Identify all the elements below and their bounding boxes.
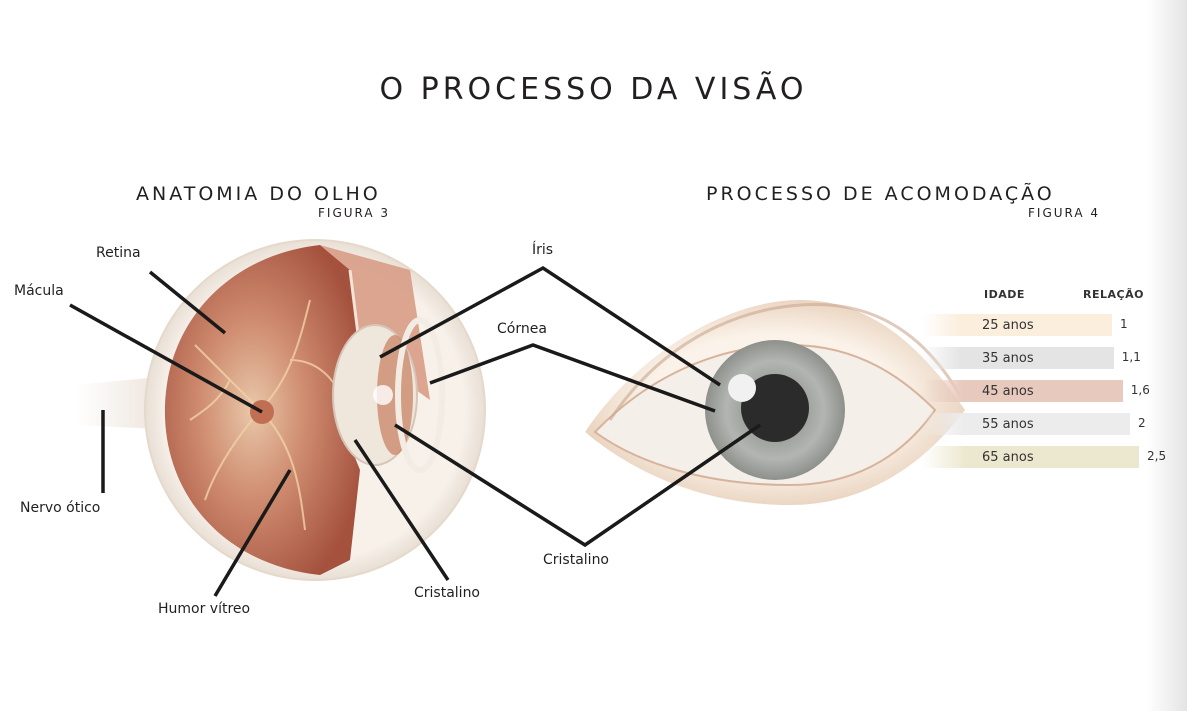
ratio-value: 1 bbox=[1120, 317, 1128, 331]
label-cornea: Córnea bbox=[497, 321, 547, 337]
ratio-value: 2,5 bbox=[1147, 449, 1166, 463]
label-iris: Íris bbox=[532, 242, 553, 258]
ratio-value: 1,1 bbox=[1122, 350, 1141, 364]
age-bar: 65 anos bbox=[922, 446, 1139, 468]
label-cristalino-center: Cristalino bbox=[543, 552, 609, 568]
age-bar: 55 anos bbox=[922, 413, 1130, 435]
age-bar: 25 anos bbox=[922, 314, 1112, 336]
label-retina: Retina bbox=[96, 245, 141, 261]
ratio-value: 2 bbox=[1138, 416, 1146, 430]
age-bar: 35 anos bbox=[922, 347, 1114, 369]
label-macula: Mácula bbox=[14, 283, 64, 299]
table-header-idade: IDADE bbox=[984, 288, 1025, 301]
eye-reflection bbox=[728, 374, 756, 402]
label-nervo-otico: Nervo ótico bbox=[20, 500, 100, 516]
table-header-relacao: RELAÇÃO bbox=[1083, 288, 1144, 301]
ratio-value: 1,6 bbox=[1131, 383, 1150, 397]
age-bar: 45 anos bbox=[922, 380, 1123, 402]
label-cristalino-fig3: Cristalino bbox=[414, 585, 480, 601]
label-humor-vitreo: Humor vítreo bbox=[158, 601, 250, 617]
